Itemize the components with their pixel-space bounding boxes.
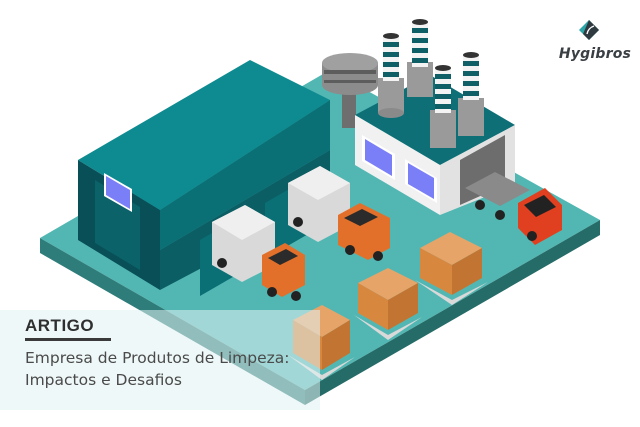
brand-logo[interactable]: Hygibros [555, 20, 635, 70]
article-title-line-2: Impactos e Desafios [25, 371, 182, 389]
article-title-line-1: Empresa de Produtos de Limpeza: [25, 349, 290, 367]
pallet-1 [415, 232, 488, 305]
article-tag: ARTIGO [25, 316, 95, 335]
caption-overlay [0, 310, 320, 410]
tag-underline [25, 338, 111, 341]
box-truck-back [288, 166, 390, 261]
brand-name: Hygibros [558, 46, 632, 62]
flatbed-truck [465, 172, 562, 245]
article-title: Empresa de Produtos de Limpeza: Impactos… [25, 347, 290, 391]
pallet-2 [354, 268, 422, 340]
water-tank [322, 53, 378, 128]
caption: ARTIGO Empresa de Produtos de Limpeza: I… [25, 316, 290, 391]
hygibros-leaf-diamond-icon [579, 20, 599, 40]
box-truck-front [212, 205, 305, 301]
chimneys [378, 19, 484, 148]
